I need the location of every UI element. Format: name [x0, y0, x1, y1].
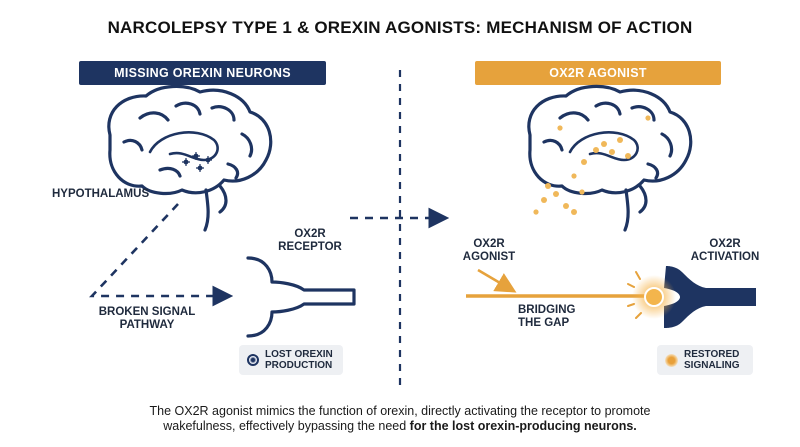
activation-sparks [627, 271, 642, 319]
ox2r-agonist-label: OX2R AGONIST [454, 238, 524, 264]
ox2r-activation-label-line2: ACTIVATION [690, 251, 760, 263]
lost-orexin-dot-icon [247, 354, 259, 366]
left-panel-header: MISSING OREXIN NEURONS [79, 61, 326, 85]
lost-orexin-legend-line1: LOST OREXIN [265, 349, 333, 360]
restored-signaling-dot-icon [665, 353, 678, 367]
lost-orexin-legend: LOST OREXIN PRODUCTION [239, 345, 343, 375]
ox2r-agonist-label-line1: OX2R [473, 238, 505, 250]
broken-signal-label: BROKEN SIGNAL PATHWAY [82, 306, 212, 332]
bridging-gap-label-line1: BRIDGING [518, 304, 576, 316]
agonist-molecules [533, 115, 651, 215]
broken-signal-label-line1: BROKEN SIGNAL [98, 306, 196, 318]
broken-signal-label-line2: PATHWAY [119, 319, 175, 331]
restored-signaling-legend-line2: SIGNALING [684, 360, 740, 371]
ox2r-receptor-label-line1: OX2R [294, 228, 326, 240]
restored-signaling-legend: RESTORED SIGNALING [657, 345, 753, 375]
agonist-pointer-arrow [477, 268, 517, 293]
restored-signaling-legend-line1: RESTORED [684, 349, 740, 360]
left-brain-icon [107, 84, 273, 232]
right-panel-header: OX2R AGONIST [475, 61, 721, 85]
ox2r-activation-label: OX2R ACTIVATION [680, 238, 770, 264]
caption-line2-regular: wakefulness, effectively bypassing the n… [163, 419, 410, 433]
explanatory-caption: The OX2R agonist mimics the function of … [60, 404, 740, 434]
bridging-gap-label: BRIDGING THE GAP [518, 304, 608, 330]
left-receptor-icon [246, 256, 356, 338]
ox2r-receptor-label: OX2R RECEPTOR [270, 228, 350, 254]
hypothalamus-label: HYPOTHALAMUS [52, 188, 150, 200]
caption-line1: The OX2R agonist mimics the function of … [149, 404, 651, 418]
ox2r-agonist-label-line2: AGONIST [462, 251, 516, 263]
bridging-gap-label-line2: THE GAP [518, 317, 570, 329]
right-brain-icon [527, 84, 693, 232]
lost-orexin-legend-line2: PRODUCTION [265, 360, 333, 371]
ox2r-activation-label-line1: OX2R [709, 238, 741, 250]
caption-line2-bold: for the lost orexin-producing neurons. [409, 419, 637, 433]
broken-signal-path [89, 203, 234, 307]
ox2r-receptor-label-line2: RECEPTOR [278, 241, 342, 253]
activated-receptor-icon [664, 266, 756, 328]
diagram-title: NARCOLEPSY TYPE 1 & OREXIN AGONISTS: MEC… [107, 18, 693, 37]
binding-site [644, 287, 664, 307]
lost-neuron-markers [182, 152, 212, 172]
